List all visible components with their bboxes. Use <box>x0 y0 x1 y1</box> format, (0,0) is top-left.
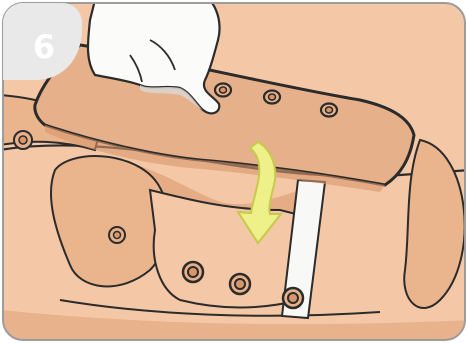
snap-connector-icon <box>321 104 337 117</box>
snap-connector-icon <box>230 274 250 294</box>
snap-connector-icon <box>183 262 203 282</box>
step-number: 6 <box>33 28 55 66</box>
snap-connector-icon <box>14 131 32 149</box>
snap-connector-icon <box>109 227 125 243</box>
snap-connector-icon <box>215 84 231 97</box>
snap-connector-icon <box>264 91 280 104</box>
snap-connector-icon <box>283 288 303 308</box>
